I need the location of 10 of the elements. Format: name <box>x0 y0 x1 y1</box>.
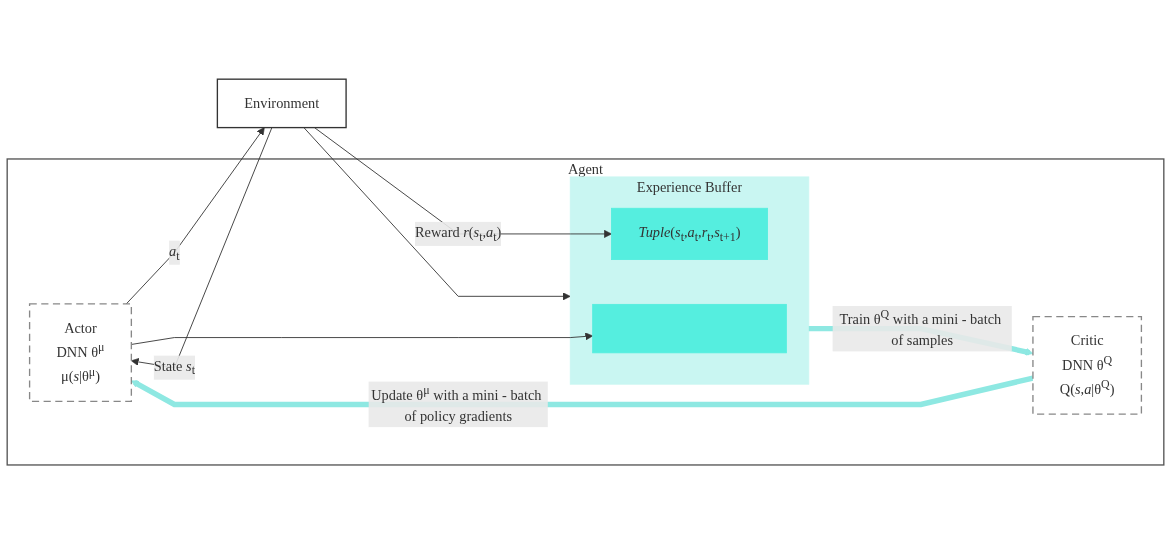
node-box: Actor DNN θ$^{μ}$ μ(s|θ$^{μ}$) <box>28 303 132 403</box>
node-box: Critic DNN θ$^{Q}$ Q(s,a|θ$^{Q}$) <box>1032 316 1143 416</box>
node-box: Tuple(s$_{t}$,a$_{t}$,r$_{t}$,s$_{t+1}$) <box>611 208 768 261</box>
edge-label: Reward r(s$_{t}$,a$_{t}$) <box>415 224 502 244</box>
edge-label: Update θ$^{μ}$ with a mini - batch of policy gradients <box>371 383 542 425</box>
edge-label: State s$_{t}$ <box>153 358 195 378</box>
node-bar <box>592 304 787 354</box>
edge-label: Train θ$^{Q}$ with a mini - batch of samples <box>839 308 1002 349</box>
node-box: Environment <box>216 78 347 129</box>
edge-label: a$_{t}$ <box>169 243 180 263</box>
